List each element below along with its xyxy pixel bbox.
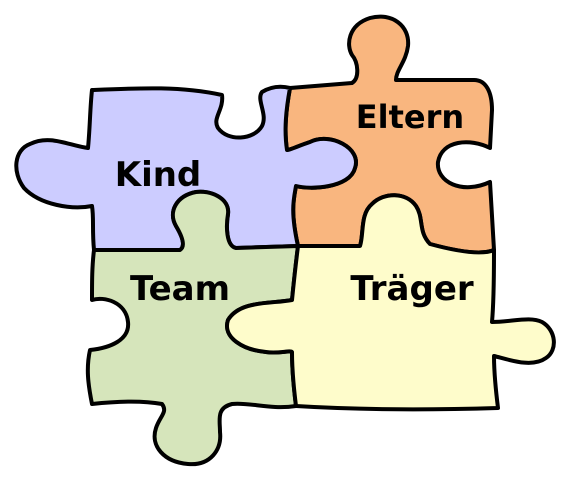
label-traeger: Träger <box>350 269 474 309</box>
puzzle-piece-kind <box>14 84 358 252</box>
label-kind: Kind <box>115 155 202 195</box>
label-eltern: Eltern <box>356 98 464 136</box>
puzzle-piece-traeger <box>225 193 556 412</box>
label-team: Team <box>130 269 230 309</box>
puzzle-piece-team <box>85 189 300 467</box>
